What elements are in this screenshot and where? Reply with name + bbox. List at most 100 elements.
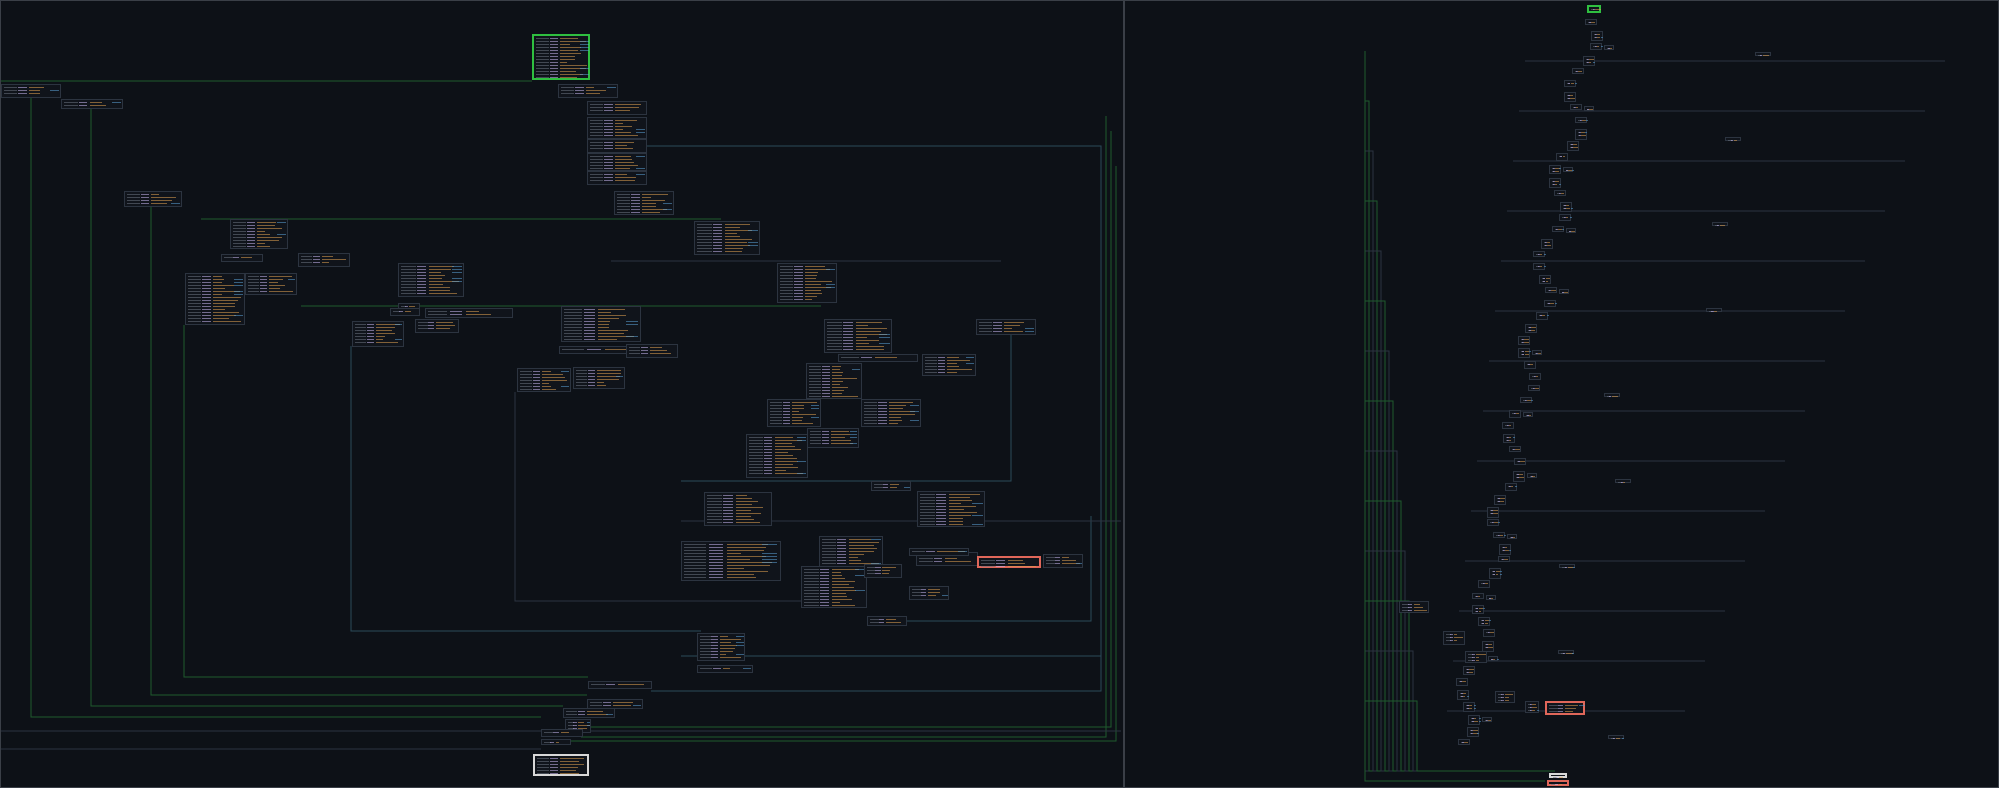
- basic-block[interactable]: [1558, 289, 1569, 295]
- basic-block[interactable]: [1575, 116, 1588, 123]
- basic-block[interactable]: [221, 254, 263, 262]
- basic-block[interactable]: [425, 308, 513, 318]
- basic-block[interactable]: [1456, 677, 1469, 686]
- basic-block[interactable]: [614, 191, 674, 215]
- basic-block[interactable]: [185, 273, 245, 325]
- basic-block[interactable]: [1533, 263, 1547, 271]
- basic-block[interactable]: [1523, 360, 1536, 369]
- basic-block[interactable]: [1569, 104, 1582, 111]
- basic-block[interactable]: [1466, 726, 1480, 737]
- basic-block[interactable]: [1482, 716, 1492, 722]
- basic-block[interactable]: [1528, 385, 1541, 392]
- basic-block[interactable]: [1498, 543, 1512, 555]
- basic-block[interactable]: [1565, 228, 1576, 234]
- basic-block[interactable]: [864, 564, 902, 578]
- basic-block[interactable]: [230, 219, 288, 249]
- basic-block[interactable]: [1548, 177, 1562, 188]
- basic-block[interactable]: [806, 363, 862, 399]
- basic-block[interactable]: [398, 263, 464, 297]
- basic-block[interactable]: [1456, 690, 1470, 701]
- basic-block[interactable]: [824, 319, 892, 353]
- basic-block[interactable]: [871, 481, 911, 491]
- basic-block[interactable]: [1497, 555, 1510, 562]
- basic-block[interactable]: [1508, 446, 1521, 453]
- basic-block[interactable]: [1539, 275, 1552, 285]
- basic-block[interactable]: [558, 84, 618, 98]
- basic-block[interactable]: [1554, 189, 1567, 196]
- selected-block[interactable]: [1545, 701, 1585, 715]
- basic-block[interactable]: [1, 84, 61, 98]
- basic-block[interactable]: [1471, 592, 1484, 599]
- basic-block[interactable]: [1571, 67, 1584, 74]
- exit-block[interactable]: [1549, 773, 1567, 778]
- basic-block[interactable]: [838, 354, 918, 362]
- basic-block[interactable]: [1590, 31, 1604, 42]
- entry-block[interactable]: [1587, 5, 1601, 13]
- basic-block[interactable]: [1523, 411, 1534, 417]
- basic-block[interactable]: [1582, 55, 1596, 66]
- basic-block[interactable]: [1615, 478, 1632, 483]
- basic-block[interactable]: [626, 344, 678, 358]
- basic-block[interactable]: [1487, 655, 1499, 661]
- basic-block[interactable]: [1607, 735, 1624, 739]
- basic-block[interactable]: [1535, 311, 1549, 320]
- basic-block[interactable]: [1562, 167, 1574, 173]
- basic-block[interactable]: [587, 117, 647, 139]
- basic-block[interactable]: [1711, 222, 1728, 227]
- basic-block[interactable]: [1504, 482, 1518, 491]
- basic-block[interactable]: [1443, 631, 1465, 645]
- basic-block[interactable]: [1518, 348, 1531, 359]
- basic-block[interactable]: [124, 191, 182, 207]
- basic-block[interactable]: [1567, 141, 1580, 152]
- basic-block[interactable]: [245, 273, 297, 295]
- basic-block[interactable]: [1557, 649, 1574, 654]
- basic-block[interactable]: [1585, 19, 1597, 25]
- selected-block[interactable]: [1547, 780, 1569, 786]
- basic-block[interactable]: [1532, 350, 1543, 356]
- basic-block[interactable]: [1590, 43, 1603, 51]
- basic-block[interactable]: [922, 354, 976, 376]
- basic-block[interactable]: [1754, 51, 1771, 56]
- basic-block[interactable]: [1564, 92, 1577, 103]
- basic-block[interactable]: [1512, 470, 1525, 482]
- basic-block[interactable]: [976, 319, 1036, 335]
- basic-block[interactable]: [1483, 629, 1496, 638]
- basic-block[interactable]: [1706, 307, 1723, 312]
- basic-block[interactable]: [587, 171, 647, 185]
- basic-block[interactable]: [1526, 472, 1537, 478]
- basic-block[interactable]: [541, 729, 583, 737]
- basic-block[interactable]: [541, 739, 571, 745]
- basic-block[interactable]: [1564, 80, 1577, 88]
- basic-block[interactable]: [1485, 594, 1496, 600]
- basic-block[interactable]: [587, 153, 647, 171]
- basic-block[interactable]: [517, 368, 571, 392]
- basic-block[interactable]: [587, 699, 643, 709]
- basic-block[interactable]: [1517, 336, 1530, 346]
- basic-block[interactable]: [1465, 651, 1487, 663]
- basic-block[interactable]: [861, 399, 921, 427]
- basic-block[interactable]: [1559, 202, 1573, 213]
- basic-block[interactable]: [1529, 372, 1542, 380]
- basic-block[interactable]: [1520, 397, 1533, 404]
- basic-block[interactable]: [563, 708, 615, 718]
- basic-block[interactable]: [1493, 531, 1507, 538]
- basic-block[interactable]: [694, 221, 760, 255]
- basic-block[interactable]: [1482, 641, 1495, 653]
- basic-block[interactable]: [588, 681, 652, 689]
- basic-block[interactable]: [681, 541, 781, 581]
- basic-block[interactable]: [561, 306, 641, 342]
- basic-block[interactable]: [801, 566, 867, 608]
- basic-block[interactable]: [1525, 701, 1540, 713]
- exit-block[interactable]: [533, 754, 589, 776]
- basic-block[interactable]: [1509, 409, 1522, 418]
- basic-block[interactable]: [867, 616, 907, 626]
- basic-block[interactable]: [1487, 519, 1501, 527]
- basic-block[interactable]: [1533, 250, 1546, 257]
- basic-block[interactable]: [1725, 137, 1742, 142]
- basic-block[interactable]: [1472, 604, 1485, 614]
- basic-block[interactable]: [1559, 214, 1572, 222]
- basic-block[interactable]: [807, 428, 859, 448]
- basic-block[interactable]: [777, 263, 837, 303]
- basic-block[interactable]: [1399, 601, 1429, 613]
- basic-block[interactable]: [1548, 165, 1562, 175]
